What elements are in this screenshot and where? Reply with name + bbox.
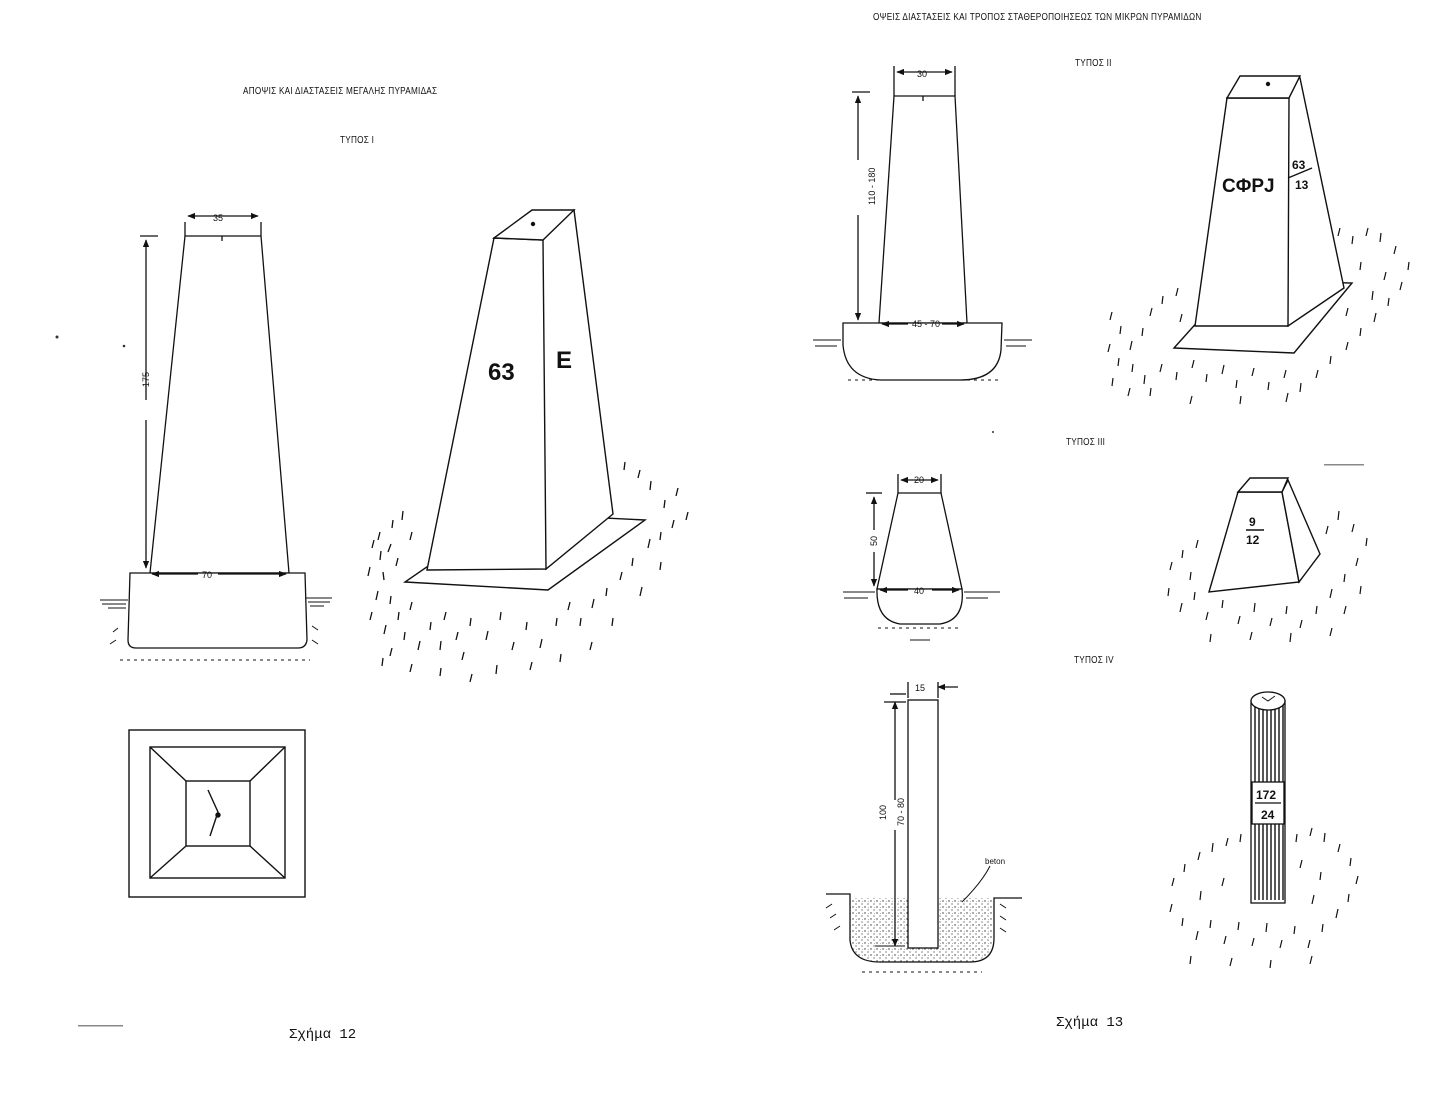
right-page-title: ΟΨΕΙΣ ΔΙΑΣΤΑΣΕΙΣ ΚΑΙ ΤΡΟΠΟΣ ΣΤΑΘΕΡΟΠΟΙΗΣ… xyxy=(873,12,1202,23)
type-2-fraction-top: 63 xyxy=(1292,158,1306,172)
dim-top-30: 30 xyxy=(917,69,927,79)
dim-width-15: 15 xyxy=(915,683,925,693)
left-page-title: ΑΠΟΨΙΣ ΚΑΙ ΔΙΑΣΤΑΣΕΙΣ ΜΕΓΑΛΗΣ ΠΥΡΑΜΙΔΑΣ xyxy=(243,86,438,97)
type-3-perspective xyxy=(1208,477,1321,593)
type-4-fraction-bottom: 24 xyxy=(1261,808,1275,822)
type-3-elevation xyxy=(843,474,1000,641)
dim-height-175: 175 xyxy=(141,372,151,387)
type-4-fraction-top: 172 xyxy=(1256,788,1276,802)
ground-hatch-left-1 xyxy=(100,597,332,661)
type-1-perspective xyxy=(402,209,648,591)
type-4-perspective xyxy=(1250,691,1286,904)
dim-base-45-70: 45 - 70 xyxy=(912,319,940,329)
grass-hatch-type-1 xyxy=(367,461,689,683)
left-caption: Σχήμα 12 xyxy=(289,1027,357,1043)
marker-letter-e: E xyxy=(556,347,572,374)
type-1-elevation xyxy=(100,212,332,661)
dim-top-35: 35 xyxy=(213,213,223,223)
dim-base-70: 70 xyxy=(202,570,212,580)
dim-top-20: 20 xyxy=(914,475,924,485)
material-beton: beton xyxy=(985,857,1005,866)
right-caption: Σχήμα 13 xyxy=(1056,1015,1124,1031)
type-4-elevation xyxy=(825,682,1022,973)
type-3-fraction-bottom: 12 xyxy=(1246,533,1260,547)
type-2-perspective xyxy=(1172,75,1354,354)
type-3-label: ΤΥΠΟΣ ΙΙΙ xyxy=(1066,437,1106,448)
marker-number-63: 63 xyxy=(488,359,515,386)
grass-hatch-type-3 xyxy=(1167,510,1368,643)
type-2-label: ΤΥΠΟΣ ΙΙ xyxy=(1075,58,1112,69)
grass-hatch-type-4 xyxy=(1169,827,1359,969)
type-1-plan-view xyxy=(128,729,306,898)
marker-code-cfprj: CΦPJ xyxy=(1222,176,1275,197)
type-1-label: ΤΥΠΟΣ Ι xyxy=(340,135,375,146)
dim-height-110-180: 110 - 180 xyxy=(867,168,877,205)
dim-inner-70-80: 70 - 80 xyxy=(896,798,906,826)
type-2-fraction-bottom: 13 xyxy=(1295,178,1309,192)
type-4-label: ΤΥΠΟΣ ΙV xyxy=(1074,655,1114,666)
grass-hatch-type-2 xyxy=(1107,227,1410,405)
dim-height-100: 100 xyxy=(878,805,888,820)
type-2-elevation xyxy=(813,66,1032,381)
scan-specks xyxy=(55,335,1364,1027)
dim-height-50: 50 xyxy=(869,536,879,546)
dim-base-40: 40 xyxy=(914,586,924,596)
type-3-fraction-top: 9 xyxy=(1249,515,1256,529)
